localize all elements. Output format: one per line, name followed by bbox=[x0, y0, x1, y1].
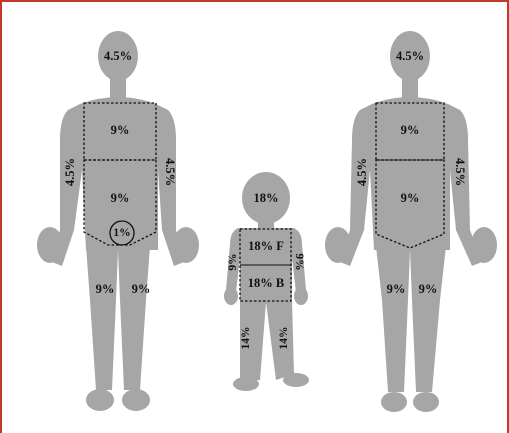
adult-back-left-foot bbox=[381, 392, 407, 412]
child-right-hand bbox=[294, 287, 308, 305]
adult-back-right-hand bbox=[471, 227, 497, 263]
adult-front-right-foot bbox=[122, 389, 150, 411]
adult-back-upper-label: 9% bbox=[401, 123, 420, 137]
adult-back-lower-label: 9% bbox=[401, 191, 420, 205]
child-right-arm-label: 9% bbox=[293, 253, 305, 270]
adult-back-left-arm-label: 4.5% bbox=[355, 158, 369, 186]
child-left-arm-label: 9% bbox=[227, 253, 239, 270]
adult-front-right-arm-label: 4.5% bbox=[163, 158, 177, 186]
adult-front-neck bbox=[110, 76, 126, 98]
adult-front-left-foot bbox=[86, 389, 114, 411]
adult-front-left-leg-label: 9% bbox=[96, 282, 115, 296]
child-trunk-back-label: 18% B bbox=[248, 276, 284, 290]
child-right-leg-label: 14% bbox=[278, 327, 290, 350]
adult-front-left-leg-shape bbox=[86, 246, 118, 390]
adult-front-genitals-label: 1% bbox=[113, 227, 130, 239]
child-head-label: 18% bbox=[254, 191, 279, 205]
adult-back-right-leg-shape bbox=[410, 246, 446, 392]
adult-front-left-arm-label: 4.5% bbox=[63, 158, 77, 186]
child-left-hand bbox=[224, 287, 238, 305]
adult-front-left-hand bbox=[37, 227, 63, 263]
child-trunk-front-label: 18% F bbox=[248, 239, 284, 253]
adult-back-left-leg-shape bbox=[376, 246, 410, 392]
adult-back-left-leg-label: 9% bbox=[387, 282, 406, 296]
adult-front-right-hand bbox=[173, 227, 199, 263]
adult-front-chest-label: 9% bbox=[111, 123, 130, 137]
adult-back-right-leg-label: 9% bbox=[419, 282, 438, 296]
child-left-foot bbox=[233, 377, 259, 391]
adult-back-neck bbox=[402, 76, 418, 98]
adult-back-left-hand bbox=[325, 227, 351, 263]
adult-front-right-leg-label: 9% bbox=[132, 282, 151, 296]
adult-front-head-label: 4.5% bbox=[104, 49, 132, 63]
adult-back-head-label: 4.5% bbox=[396, 49, 424, 63]
adult-front-abdomen-label: 9% bbox=[111, 191, 130, 205]
adult-back-right-arm-label: 4.5% bbox=[453, 158, 467, 186]
adult-back-figure bbox=[325, 31, 497, 412]
child-left-leg-label: 14% bbox=[240, 327, 252, 350]
adult-front-right-leg-shape bbox=[118, 246, 150, 390]
adult-back-right-foot bbox=[413, 392, 439, 412]
child-right-foot bbox=[283, 373, 309, 387]
